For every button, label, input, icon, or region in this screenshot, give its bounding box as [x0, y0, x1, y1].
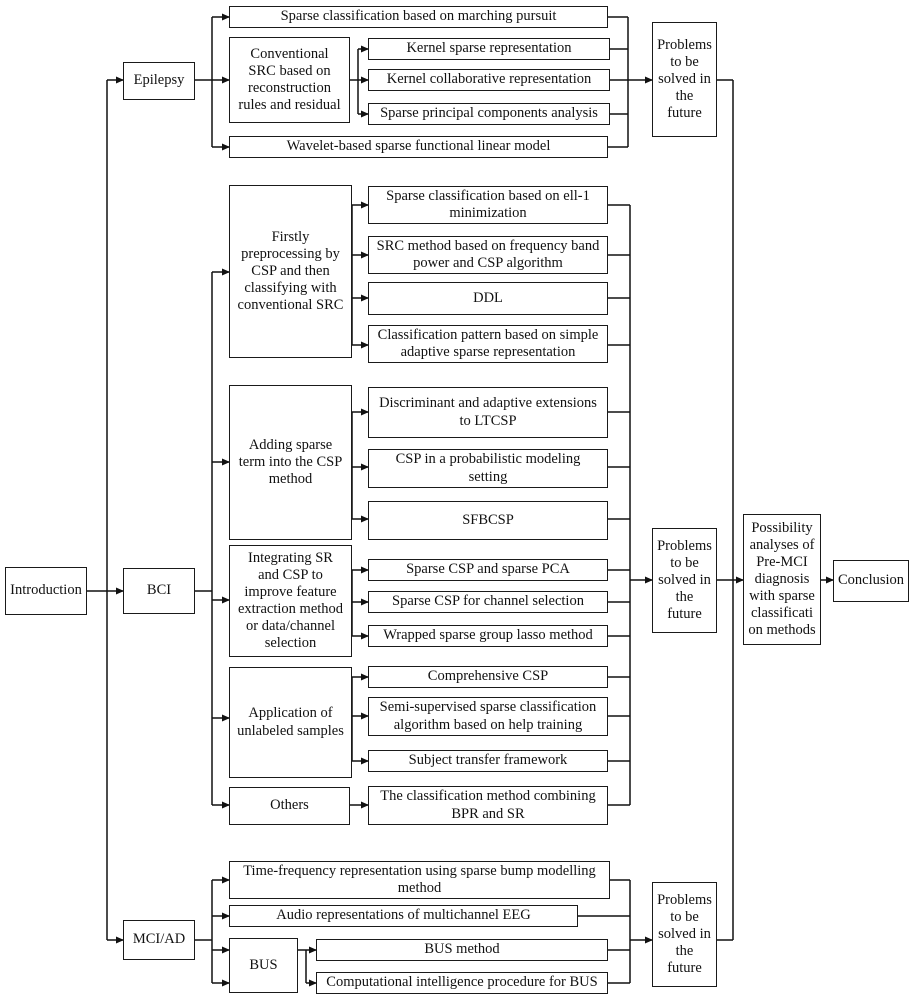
- probabilistic-csp-box: CSP in a probabilistic modeling setting: [368, 449, 608, 488]
- conventional-src-box: Conventional SRC based on reconstruction…: [229, 37, 350, 123]
- sparse-csp-pca-box: Sparse CSP and sparse PCA: [368, 559, 608, 581]
- ell1-minimization-box: Sparse classification based on ell-1 min…: [368, 186, 608, 224]
- conclusion-box: Conclusion: [833, 560, 909, 602]
- integrating-sr-csp-box: Integrating SR and CSP to improve featur…: [229, 545, 352, 657]
- introduction-box: Introduction: [5, 567, 87, 615]
- bpr-sr-box: The classification method combining BPR …: [368, 786, 608, 825]
- computational-intelligence-box: Computational intelligence procedure for…: [316, 972, 608, 994]
- epilepsy-problems-box: Problems to be solved in the future: [652, 22, 717, 137]
- sparse-csp-channel-box: Sparse CSP for channel selection: [368, 591, 608, 613]
- frequency-band-power-box: SRC method based on frequency band power…: [368, 236, 608, 274]
- possibility-analyses-box: Possibility analyses of Pre-MCI diagnosi…: [743, 514, 821, 645]
- wrapped-lasso-box: Wrapped sparse group lasso method: [368, 625, 608, 647]
- application-unlabeled-box: Application of unlabeled samples: [229, 667, 352, 778]
- bci-problems-box: Problems to be solved in the future: [652, 528, 717, 633]
- others-box: Others: [229, 787, 350, 825]
- subject-transfer-box: Subject transfer framework: [368, 750, 608, 772]
- epilepsy-box: Epilepsy: [123, 62, 195, 100]
- audio-eeg-box: Audio representations of multichannel EE…: [229, 905, 578, 927]
- adding-sparse-term-box: Adding sparse term into the CSP method: [229, 385, 352, 540]
- mci-problems-box: Problems to be solved in the future: [652, 882, 717, 987]
- bus-method-box: BUS method: [316, 939, 608, 961]
- sfbcsp-box: SFBCSP: [368, 501, 608, 540]
- mci-ad-box: MCI/AD: [123, 920, 195, 960]
- kernel-collaborative-box: Kernel collaborative representation: [368, 69, 610, 91]
- marching-pursuit-box: Sparse classification based on marching …: [229, 6, 608, 28]
- ltcsp-box: Discriminant and adaptive extensions to …: [368, 387, 608, 438]
- sparse-pca-box: Sparse principal components analysis: [368, 103, 610, 125]
- bci-box: BCI: [123, 568, 195, 614]
- kernel-sparse-box: Kernel sparse representation: [368, 38, 610, 60]
- sparse-bump-box: Time-frequency representation using spar…: [229, 861, 610, 899]
- ddl-box: DDL: [368, 282, 608, 315]
- semi-supervised-box: Semi-supervised sparse classification al…: [368, 697, 608, 736]
- simple-adaptive-box: Classification pattern based on simple a…: [368, 325, 608, 363]
- wavelet-model-box: Wavelet-based sparse functional linear m…: [229, 136, 608, 158]
- firstly-preprocessing-box: Firstly preprocessing by CSP and then cl…: [229, 185, 352, 358]
- bus-box: BUS: [229, 938, 298, 993]
- comprehensive-csp-box: Comprehensive CSP: [368, 666, 608, 688]
